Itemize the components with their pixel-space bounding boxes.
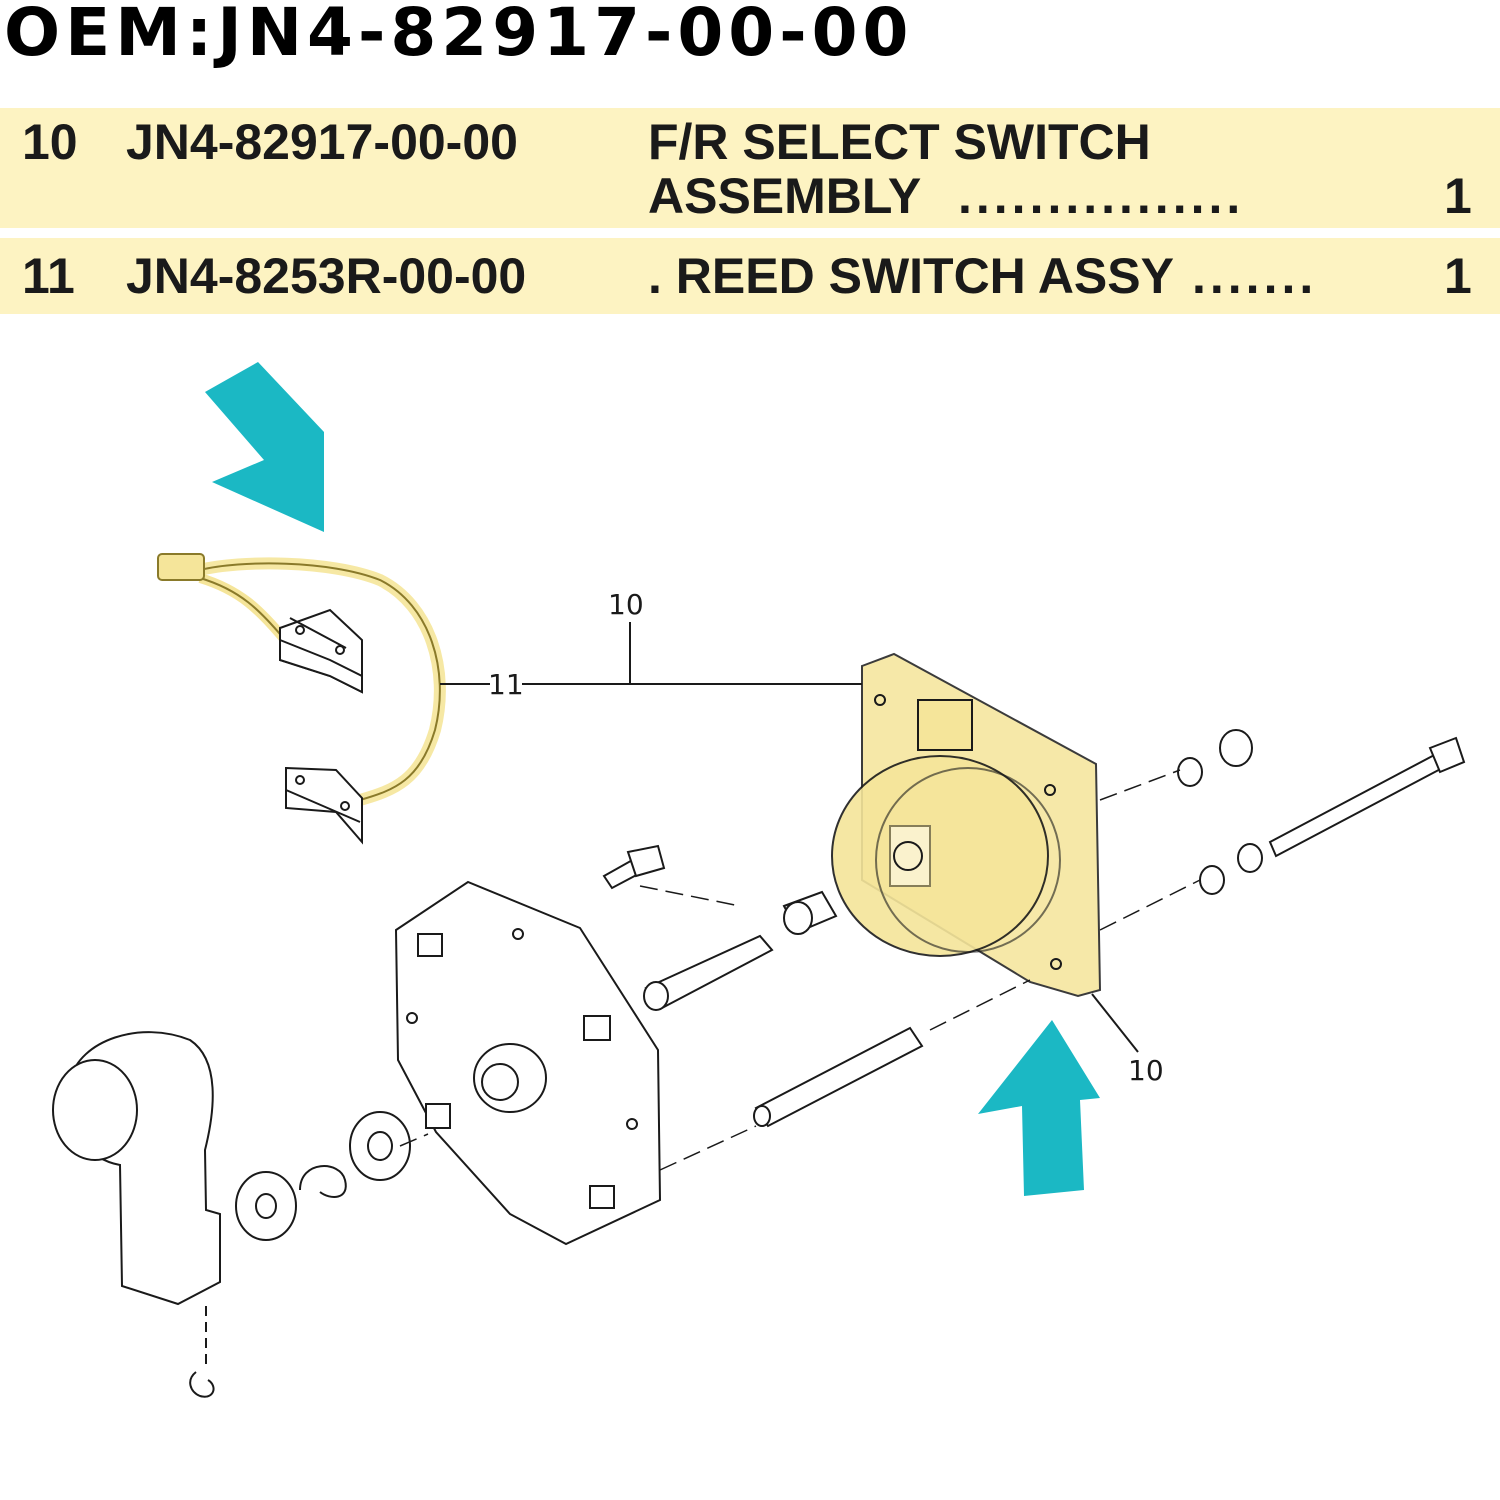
lever-handle bbox=[52, 1031, 221, 1398]
leader-dots: ....... bbox=[1192, 248, 1318, 304]
callout-10-bottom: 10 bbox=[1128, 1054, 1164, 1087]
oem-title: OEM:JN4-82917-00-00 bbox=[4, 0, 914, 71]
description-line1: . REED SWITCH ASSY bbox=[648, 248, 1174, 304]
fr-select-switch-assembly bbox=[831, 652, 1102, 998]
description-line2: ASSEMBLY bbox=[648, 168, 922, 224]
centerlines bbox=[399, 769, 1201, 1171]
arrow-down-right-icon bbox=[205, 362, 324, 532]
item-number: 10 bbox=[22, 114, 78, 170]
description-line1: F/R SELECT SWITCH bbox=[648, 114, 1151, 170]
item-number: 11 bbox=[22, 248, 75, 304]
quantity: 1 bbox=[1444, 168, 1472, 224]
part-number: JN4-82917-00-00 bbox=[126, 114, 518, 170]
leader-dots: ................ bbox=[958, 168, 1245, 224]
small-hardware bbox=[235, 729, 1466, 1241]
callout-10-top: 10 bbox=[608, 588, 644, 621]
callout-11: 11 bbox=[488, 668, 524, 701]
arrow-up-icon bbox=[978, 1020, 1100, 1196]
mounting-plate bbox=[394, 880, 662, 1246]
reed-switch-assembly bbox=[157, 553, 446, 845]
parts-row-10: 10 JN4-82917-00-00 F/R SELECT SWITCH ASS… bbox=[0, 108, 1500, 228]
part-number: JN4-8253R-00-00 bbox=[126, 248, 527, 304]
parts-row-11: 11 JN4-8253R-00-00 . REED SWITCH ASSY ..… bbox=[0, 238, 1500, 314]
quantity: 1 bbox=[1444, 248, 1472, 304]
